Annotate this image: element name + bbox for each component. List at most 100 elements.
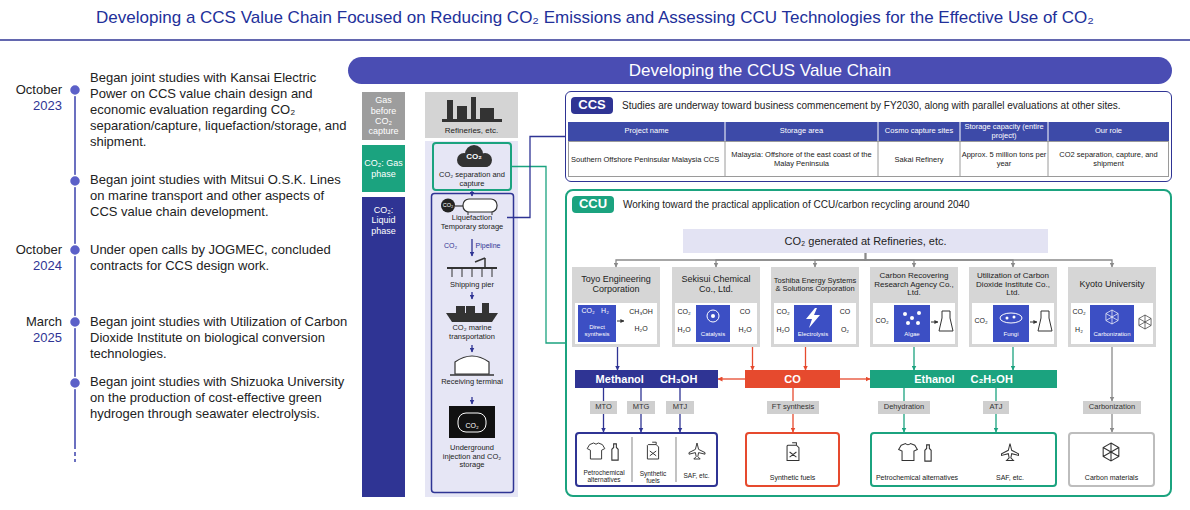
node-text: ATJ: [990, 403, 1003, 412]
text-holder: Algae: [894, 331, 930, 338]
ship-icon: [456, 306, 465, 313]
node-text: Sekisui Chemical Co., Ltd.: [674, 275, 758, 295]
node-text: C₂H₅OH: [971, 373, 1013, 386]
node-text: CO₂ separation and capture: [436, 171, 508, 188]
text-holder: Studies are underway toward business com…: [622, 100, 1169, 112]
node-text: Receiving terminal: [437, 378, 507, 387]
node-text: Direct synthesis: [578, 324, 616, 338]
node-text: SAF, etc.: [965, 474, 1055, 482]
company-mini-diagrams: [1090, 305, 1134, 342]
product-bar: MethanolCH₃OH: [575, 370, 718, 388]
node-text: Carbonization: [1090, 331, 1134, 338]
node-text: CO: [784, 373, 801, 386]
node-text: CH₃OH: [660, 373, 697, 386]
text-holder: SAF, etc.: [677, 472, 716, 479]
text-holder: 2025: [4, 331, 62, 346]
timeline: [70, 176, 81, 187]
connector: [913, 347, 914, 370]
shipping-pier-icon: [462, 268, 463, 277]
node-text: Gas before CO₂ capture: [364, 95, 403, 136]
refinery-icon: [442, 119, 502, 122]
text-holder: Liquefaction Temporary storage: [437, 214, 507, 231]
storage-tank-icon: [492, 212, 493, 215]
timeline: [70, 85, 81, 463]
ccs-table: [1048, 122, 1049, 141]
cloud-icon: [457, 145, 492, 167]
node-text: Synthetic fuels: [633, 470, 673, 485]
shipping-pier-icon: [484, 258, 486, 268]
node-text: Carbon Recovering Research Agency Co., L…: [872, 272, 956, 298]
label-text: Pipeline: [476, 242, 501, 250]
node-text: MTG: [633, 403, 650, 412]
connector: [792, 388, 793, 401]
connector: [866, 253, 1014, 267]
text-holder: Malaysia: Offshore of the east coast of …: [727, 141, 876, 177]
node-text: CO₂: [449, 422, 495, 430]
shipping-pier-icon: [475, 258, 485, 262]
title-rule: [0, 39, 1190, 41]
connector: [603, 414, 604, 432]
text-holder: Catalysis: [696, 331, 730, 338]
ccs-table: [878, 141, 879, 177]
text-holder: Synthetic fuels: [747, 474, 838, 482]
node-text: CO₂ generated at Refineries, etc.: [784, 235, 946, 248]
node-text: Toyo Engineering Corporation: [574, 275, 658, 295]
connector: [1111, 414, 1112, 432]
company-mini-diagrams: [917, 311, 921, 315]
text-holder: Carbonization: [1090, 331, 1134, 338]
text-holder: Under open calls by JOGMEC, concluded co…: [90, 242, 352, 274]
text-holder: Utilization of Carbon Dioxide Institute …: [971, 269, 1055, 301]
process-step: CO₂ marine transportation: [437, 299, 507, 345]
node-text: H₂: [597, 307, 613, 315]
connector: [616, 253, 866, 267]
node-text: H₂O: [674, 326, 694, 334]
node-text: CH₃OH: [624, 308, 658, 316]
product-icons: [612, 444, 618, 460]
text-holder: SAF, etc.: [965, 474, 1055, 482]
text-holder: Sakai Refinery: [878, 141, 960, 177]
node-text: Working toward the practical application…: [623, 199, 1170, 211]
ccs-table: [568, 122, 1169, 141]
text-holder: CCU: [572, 196, 614, 213]
text-holder: Project name: [568, 122, 725, 141]
company-mini-diagrams: [903, 312, 907, 316]
label-text: Approx. 5 million tons per year: [960, 150, 1048, 168]
timeline: [74, 90, 76, 445]
process-label: FT synthesis: [767, 401, 819, 414]
node-text: Studies are underway toward business com…: [622, 100, 1169, 112]
text-holder: Approx. 5 million tons per year: [960, 141, 1048, 177]
process-step: CO₂Underground injection and CO₂ storage: [437, 404, 507, 490]
storage-tank-icon: [463, 199, 497, 212]
shipping-pier-icon: [447, 258, 497, 277]
node-text: CO: [734, 308, 756, 316]
product-icons: [787, 443, 799, 461]
text-holder: O₂: [834, 326, 856, 334]
text-holder: Electrolysis: [794, 331, 832, 338]
text-holder: Began joint studies with Utilization of …: [90, 314, 352, 362]
node-text: CO₂: [462, 152, 486, 161]
node-text: Fungi: [993, 331, 1029, 338]
product-box: Carbon materials: [1068, 432, 1155, 487]
terminal-icon: [450, 356, 494, 375]
product-icons: [647, 442, 658, 459]
connector: [903, 414, 904, 432]
connector: [815, 253, 866, 267]
timeline: [70, 85, 81, 96]
connector: [617, 347, 618, 370]
company-mini-diagrams: [1038, 311, 1052, 331]
node-text: MTJ: [673, 403, 688, 412]
connector: [679, 414, 680, 432]
text-holder: Southern Offshore Peninsular Malaysia CC…: [571, 141, 723, 177]
text-holder: Direct synthesis: [578, 324, 616, 338]
connector: [603, 388, 604, 401]
connector: [903, 388, 904, 401]
label-text: Our role: [1095, 127, 1122, 135]
company-mini-diagrams: [1030, 322, 1037, 323]
connector: [866, 253, 915, 267]
node-text: CCS: [571, 97, 613, 114]
text-holder: October: [4, 83, 62, 98]
node-text: Shipping pier: [437, 281, 507, 290]
node-text: Developing the CCUS Value Chain: [629, 61, 891, 81]
connector: [471, 292, 472, 299]
label-text: Began joint studies with Shizuoka Univer…: [90, 374, 352, 422]
